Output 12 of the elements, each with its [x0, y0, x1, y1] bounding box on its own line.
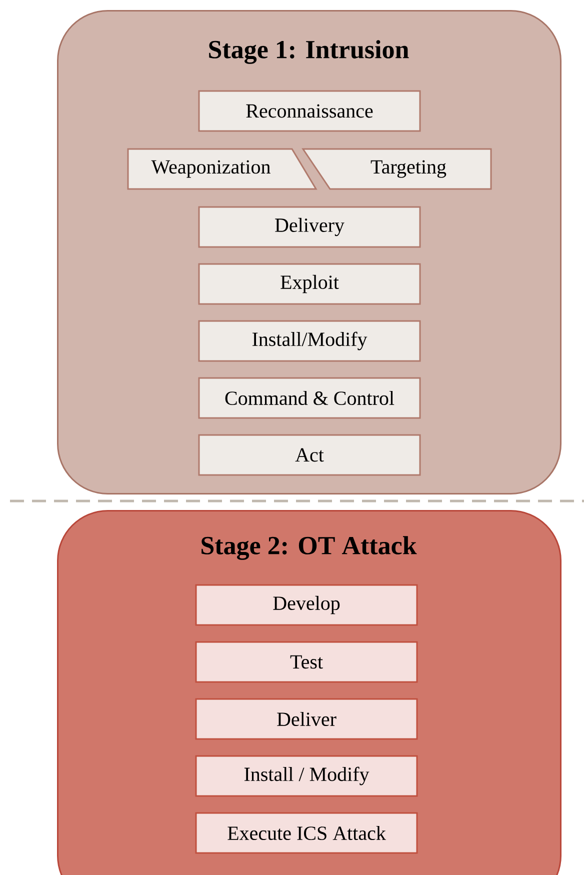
step-box: Test — [195, 641, 418, 683]
step-box: Install / Modify — [195, 755, 418, 797]
step-box: Deliver — [195, 698, 418, 740]
step-box: Execute ICS Attack — [195, 812, 418, 854]
step-box: Reconnaissance — [198, 90, 421, 132]
step-box: Act — [198, 434, 421, 476]
step-box: Weaponization — [127, 148, 318, 190]
step-box: Command & Control — [198, 377, 421, 419]
step-box: Install/Modify — [198, 320, 421, 362]
step-box: Exploit — [198, 263, 421, 305]
step-box: Delivery — [198, 206, 421, 248]
step-box: Develop — [195, 584, 418, 626]
